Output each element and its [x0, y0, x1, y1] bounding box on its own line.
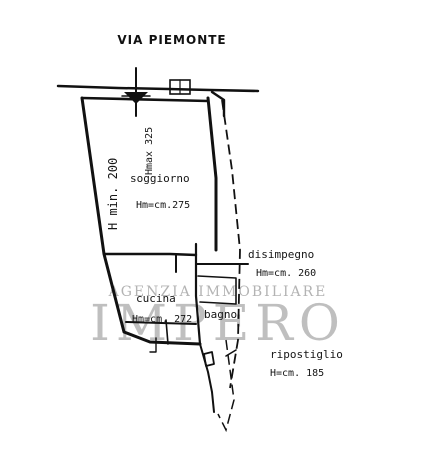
window-mark-icon — [169, 79, 191, 95]
door-swing — [149, 337, 157, 353]
soggiorno-min-height: H min. 200 — [106, 158, 120, 230]
room-label-disimpegno: disimpegno — [248, 248, 314, 261]
storage-outline — [199, 343, 237, 413]
room-label-cucina: cucina — [136, 292, 176, 305]
wall-right — [206, 96, 218, 252]
street-line — [56, 84, 260, 93]
soggiorno-average-height: Hm=cm.275 — [136, 200, 190, 211]
partition-bath-box — [197, 275, 237, 305]
room-label-soggiorno: soggiorno — [130, 172, 190, 185]
cucina-height: Hm=cm. 272 — [132, 314, 192, 325]
section-dashed-line — [221, 99, 241, 389]
lower-dashed-line — [217, 339, 235, 433]
wall-top — [80, 96, 210, 103]
soggiorno-max-height: Hmax 325 — [144, 127, 155, 175]
ripostiglio-height: H=cm. 185 — [270, 368, 324, 379]
wall-left — [80, 96, 202, 346]
entrance-arrow-icon — [121, 67, 151, 117]
partition-living-kitchen — [102, 252, 198, 257]
street-name: VIA PIEMONTE — [117, 33, 226, 47]
wall-corner — [210, 90, 226, 118]
partition-bath — [194, 242, 202, 346]
partition-kitchen-bottom — [125, 321, 197, 325]
disimpegno-height: Hm=cm. 260 — [256, 268, 316, 279]
room-label-bagno: bagno — [204, 308, 237, 321]
door-jamb — [165, 319, 169, 345]
watermark-small-text: AGENZIA IMMOBILIARE — [108, 284, 328, 300]
room-label-ripostiglio: ripostiglio — [270, 348, 343, 361]
